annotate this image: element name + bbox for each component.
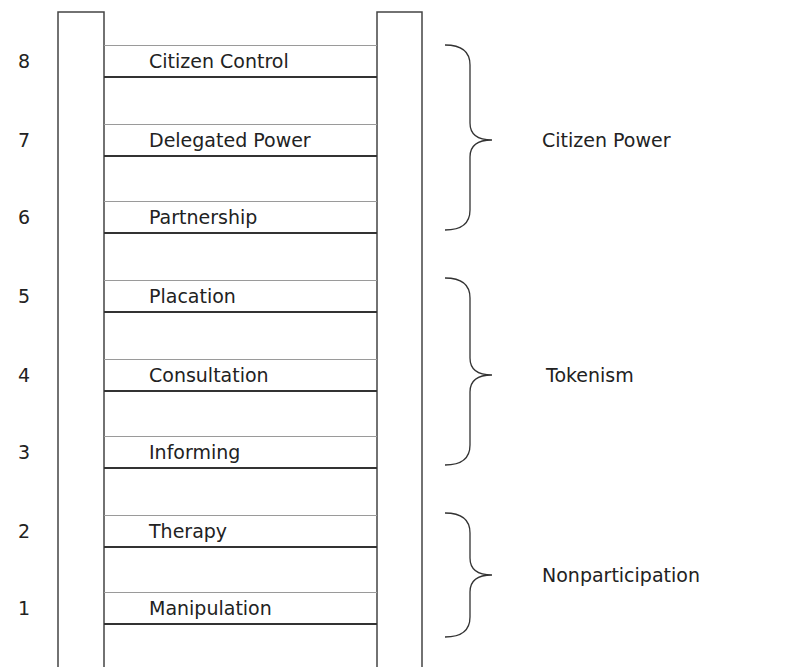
rung-number: 5 [18,285,30,308]
rung-label: Partnership [149,206,257,229]
rung-label: Manipulation [149,597,272,620]
group-brace [445,278,492,465]
group-label: Tokenism [546,364,634,387]
ladder-rail [377,12,422,667]
rung-label: Consultation [149,364,269,387]
rung-number: 4 [18,364,30,387]
ladder-rung: Citizen Control [104,45,377,78]
ladder-rung: Delegated Power [104,124,377,157]
rung-number: 2 [18,520,30,543]
rung-label: Delegated Power [149,129,311,152]
rung-number: 7 [18,129,30,152]
rung-number: 6 [18,206,30,229]
group-label: Citizen Power [542,129,670,152]
group-brace [445,513,492,637]
group-label: Nonparticipation [542,564,700,587]
rung-number: 8 [18,50,30,73]
ladder-rung: Manipulation [104,592,377,625]
ladder-rung: Informing [104,436,377,469]
ladder-rung: Therapy [104,515,377,548]
rung-number: 1 [18,597,30,620]
ladder-rung: Consultation [104,359,377,392]
ladder-rung: Partnership [104,201,377,234]
rung-label: Citizen Control [149,50,289,73]
group-brace [445,45,492,230]
rung-label: Informing [149,441,240,464]
ladder-rail [58,12,104,667]
rung-label: Placation [149,285,236,308]
ladder-rung: Placation [104,280,377,313]
rung-label: Therapy [149,520,227,543]
rung-number: 3 [18,441,30,464]
